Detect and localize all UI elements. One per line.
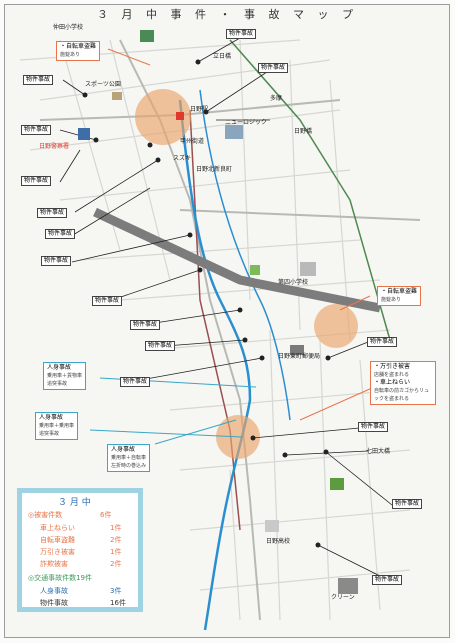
injury3-title: 人身事故 [111,446,136,453]
label-sports-park: スポーツ公園 [85,81,121,88]
label-hino-station: 日野駅 [190,106,209,113]
label-tachikawa-bridge: 立日橋 [213,53,232,60]
property-box: 物件事故 [37,208,68,218]
label-kitahara: 日野北新良町 [196,166,233,173]
landmark-icons [78,30,358,594]
injury3-line1: 乗用車＋自転車 [111,455,147,461]
property-box: 物件事故 [23,75,54,85]
bike-theft-box-2: ・自転車盗難 施錠あり [377,286,422,306]
injury-box-2: 人身事故 乗用車＋乗用車 追突事故 [35,412,79,440]
shoplift-note: 店舗を盗まれる [374,372,410,378]
theft-box: ・万引き被害 店舗を盗まれる ・車上ねらい 自転車の前カゴからリュックを盗まれる [370,361,436,405]
traffic-row-count: 16件 [110,599,126,607]
property-box: 物件事故 [372,575,403,585]
property-box: 物件事故 [358,422,389,432]
bike-theft-note: 施錠あり [60,52,81,58]
injury-box-1: 人身事故 乗用車＋貨物車 追突事故 [43,362,87,390]
label-hino-bridge: 日野橋 [294,128,313,135]
row-count: 2件 [110,536,122,544]
koshu-road [189,109,241,531]
property-box: 物件事故 [226,29,257,39]
property-box: 物件事故 [258,63,289,73]
label-nanade-bridge: 七田大橋 [366,448,391,455]
bike-theft2-title: ・自転車盗難 [381,288,418,295]
injury2-line1: 乗用車＋乗用車 [39,423,75,429]
property-box: 物件事故 [21,125,52,135]
snatch-title: ・車上ねらい [374,379,411,386]
injury1-line2: 追突事故 [47,381,68,387]
property-box: 物件事故 [120,377,151,387]
bike-theft-box: ・自転車盗難 施錠あり [56,41,101,61]
label-clean: クリーン [331,594,355,601]
injury2-title: 人身事故 [39,414,64,421]
traffic-label: ◎交通事故件数19件 [28,574,93,582]
traffic-row-count: 3件 [110,587,122,595]
row-count: 1件 [110,524,122,532]
row-count: 1件 [110,548,122,556]
label-hino-police: 日野警察署 [39,143,70,150]
bike-theft-title: ・自転車盗難 [60,43,97,50]
injury1-line1: 乗用車＋貨物車 [47,373,83,379]
injury-box-3: 人身事故 乗用車＋自転車 左折時の巻込み [107,444,151,472]
row-count: 2件 [110,560,122,568]
damage-label: ◎被害件数 [28,511,63,519]
page-title: ３ 月 中 事 件 ・ 事 故 マ ッ プ [97,8,358,21]
label-koshu: 甲州街道 [180,138,205,145]
traffic-row-label: 物件事故 [40,599,68,607]
shoplift-title: ・万引き被害 [374,363,411,370]
traffic-row-label: 人身事故 [40,587,68,595]
label-daishi-school: 第四小学校 [278,279,309,286]
property-box: 物件事故 [392,499,423,509]
property-box: 物件事故 [130,320,161,330]
injury2-line2: 追突事故 [39,431,60,437]
property-box: 物件事故 [92,296,123,306]
label-post-office: 日野東町郵便局 [278,353,321,360]
property-box: 物件事故 [45,229,76,239]
row-label: 万引き被害 [40,548,75,556]
bike-theft2-note: 施錠あり [381,297,402,303]
incident-area-2 [314,304,358,348]
property-box: 物件事故 [145,341,176,351]
summary-heading: ３ 月 中 [58,498,91,508]
incident-markers [82,59,331,548]
injury1-title: 人身事故 [47,364,72,371]
snatch-note: 自転車の前カゴからリュックを盗まれる [374,388,430,402]
property-box: 物件事故 [41,256,72,266]
property-box: 物件事故 [21,176,52,186]
label-nakada-school: 仲田小学校 [53,24,84,31]
label-newlogic: ニューロジック [225,119,268,126]
street-grid [19,39,411,621]
row-label: 詐欺被害 [40,560,68,568]
property-box: 物件事故 [367,337,398,347]
injury3-line2: 左折時の巻込み [111,463,147,469]
river-branch [199,89,291,421]
chuo-railway [93,207,381,313]
label-tama: 多摩 [270,95,283,102]
label-hino-high: 日野高校 [266,538,291,545]
summary-panel: ３ 月 中 ◎被害件数 6件 車上ねらい 1件 自転車盗難 2件 万引き被害 1… [17,488,143,612]
rail-line [229,39,391,341]
row-label: 自転車盗難 [40,536,75,544]
leader-lines [59,37,393,577]
label-suzuki: スズキ [173,155,192,162]
river [178,99,252,631]
incident-area-1 [135,89,191,145]
theft-leaders [107,48,373,421]
row-label: 車上ねらい [40,524,75,532]
damage-count: 6件 [100,511,112,519]
